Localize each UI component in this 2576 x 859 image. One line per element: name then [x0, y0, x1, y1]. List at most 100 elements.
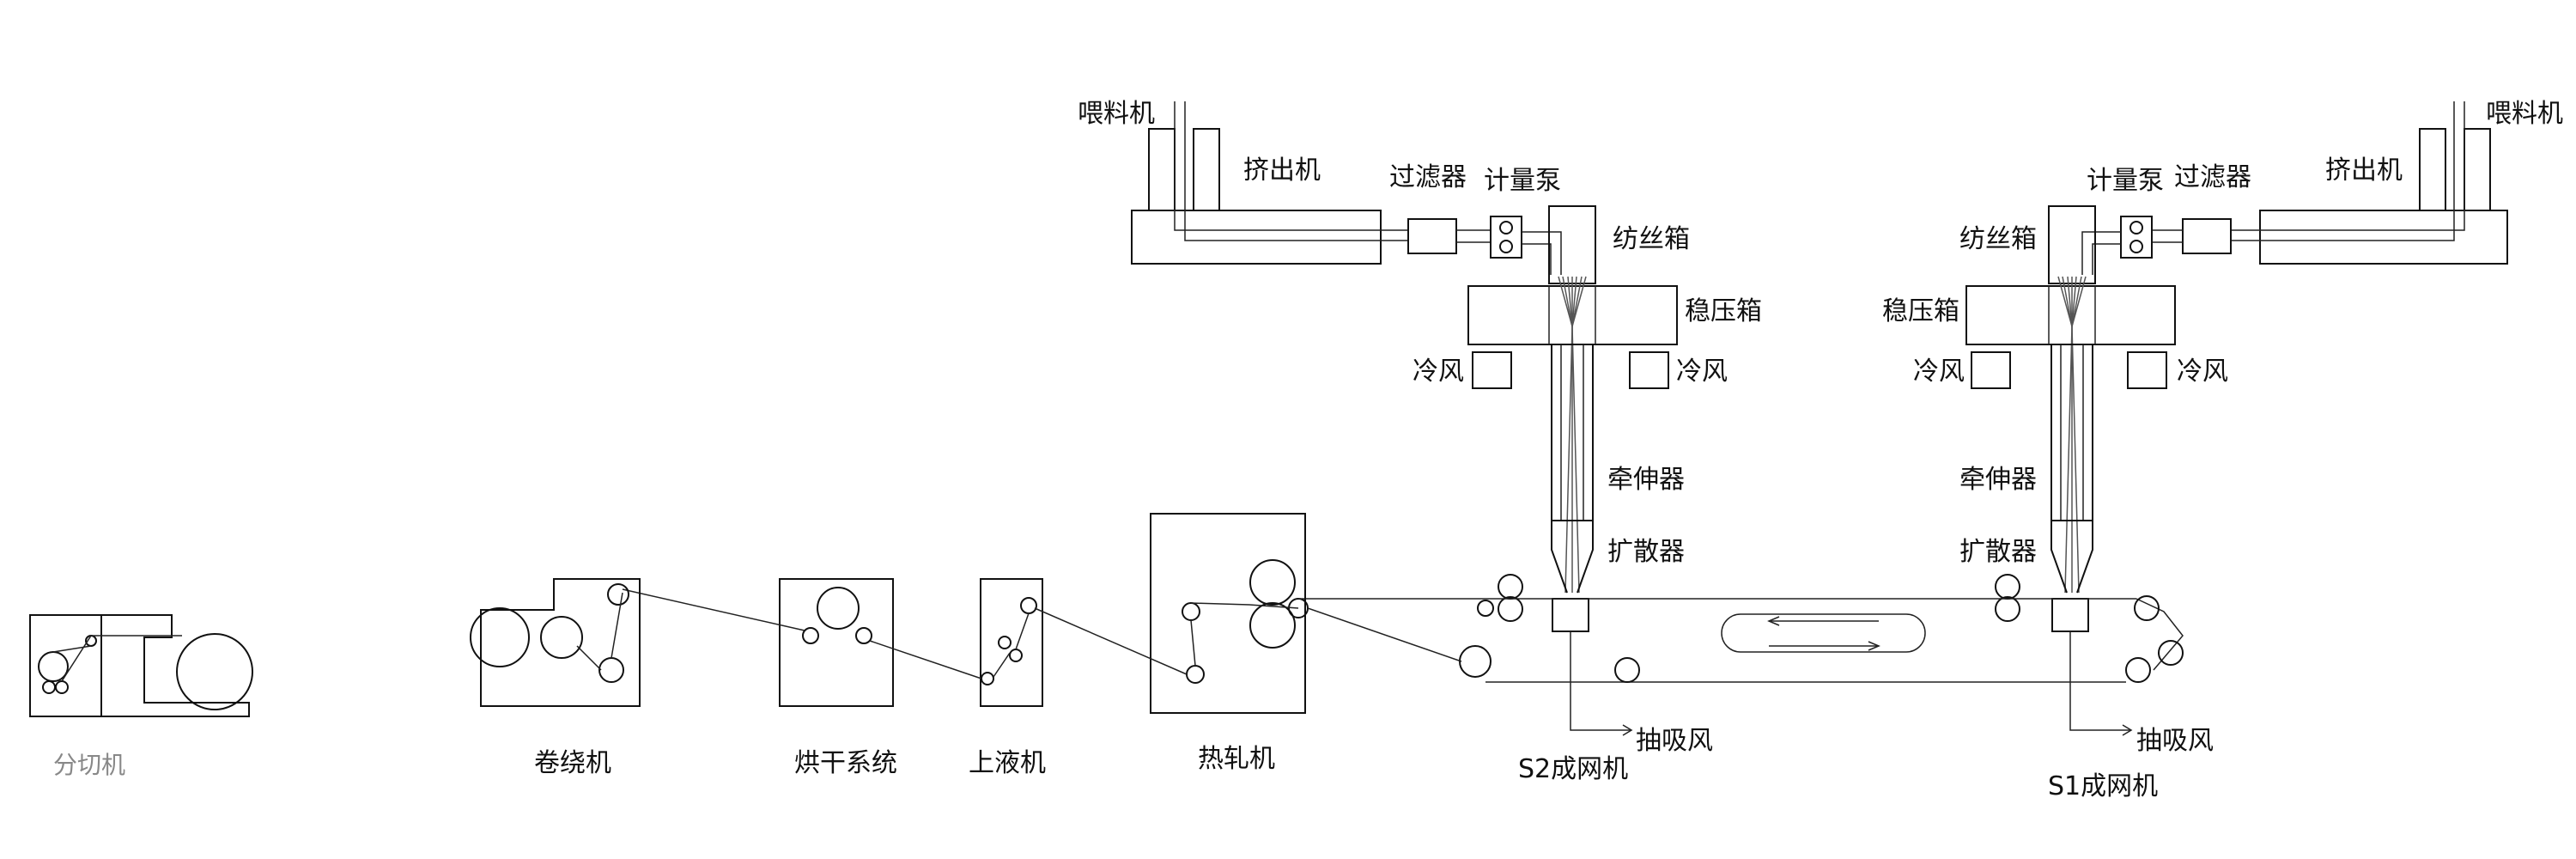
- spinbox-left: [1548, 205, 1596, 284]
- metering-pump-right: [2120, 216, 2153, 259]
- roller-s1-b: [1995, 596, 2020, 622]
- melt-pipe-right-b: [2231, 101, 2455, 241]
- spinbox-right: [2048, 205, 2096, 284]
- dryer-drum: [817, 587, 860, 630]
- melt-pipe-left-a: [1174, 101, 1408, 231]
- belt-loop-track: [1721, 613, 1926, 653]
- finisher-roll-b: [998, 636, 1012, 649]
- calender: [1150, 513, 1306, 714]
- slitter-web: [52, 635, 182, 682]
- loop-arrow-top: [1767, 616, 1780, 626]
- filter-left: [1407, 218, 1457, 254]
- cold-air-left-b: [1629, 351, 1669, 389]
- label-finisher: 上液机: [969, 748, 1046, 778]
- finisher-roll-a: [1020, 597, 1037, 614]
- slitter-frame-left: [29, 614, 102, 716]
- label-suction-left: 抽吸风: [1636, 726, 1713, 756]
- label-winder: 卷绕机: [534, 748, 611, 778]
- diffuser-left: [1551, 520, 1594, 594]
- belt-roller-end-mid: [2158, 640, 2184, 666]
- winder-guide-top: [607, 583, 629, 606]
- label-feeder-left: 喂料机: [1078, 99, 1155, 129]
- spin-unit-s1: [1965, 101, 2508, 736]
- slitter-roll-small: [38, 651, 69, 682]
- pipe-pump-spinbox-right-b: [2092, 243, 2121, 275]
- calender-roll-top: [1249, 559, 1296, 606]
- belt-idler: [1477, 600, 1494, 617]
- spin-unit-s2: [1131, 101, 1678, 736]
- pipe-pump-spinbox-right-a: [2081, 231, 2121, 275]
- label-diffuser-right: 扩散器: [1959, 537, 2037, 567]
- label-suction-right: 抽吸风: [2136, 726, 2214, 756]
- loop-arrow-bottom: [1868, 641, 1880, 651]
- suction-arrow-right: [2122, 724, 2133, 736]
- winder: [470, 578, 641, 707]
- finisher-roll-c: [1009, 649, 1023, 662]
- labels: 喂料机 挤出机 过滤器 计量泵 纺丝箱 稳压箱 冷风 冷风 牵伸器 扩散器 抽吸…: [53, 99, 2563, 801]
- roller-s2-a: [1498, 574, 1523, 600]
- extruder-right: [2259, 210, 2508, 265]
- suction-line-right: [2069, 631, 2131, 731]
- slitter-roll-large: [176, 633, 253, 710]
- finisher-roll-d: [981, 672, 994, 685]
- slitter-guide-b: [55, 680, 69, 694]
- winder-roll-medium: [540, 616, 583, 659]
- filter-right: [2182, 218, 2232, 254]
- label-slitter: 分切机: [53, 751, 125, 779]
- label-filter-right: 过滤器: [2174, 162, 2251, 192]
- label-calender: 热轧机: [1198, 744, 1275, 774]
- web-to-return: [1307, 607, 1462, 662]
- label-former-s2: S2成网机: [1518, 754, 1628, 784]
- roller-s2-b: [1498, 596, 1523, 622]
- feeder-left-hopper: [1193, 128, 1220, 210]
- label-pump-left: 计量泵: [1484, 166, 1561, 196]
- suction-box-right: [2051, 598, 2089, 632]
- label-cold-air-right-b: 冷风: [2177, 356, 2228, 387]
- feeder-right: [2464, 128, 2491, 210]
- label-spinbox-right: 纺丝箱: [1959, 224, 2037, 254]
- dryer-frame: [779, 578, 894, 707]
- suction-line-left: [1570, 631, 1631, 731]
- label-filter-left: 过滤器: [1389, 162, 1467, 192]
- metering-pump-left: [1490, 216, 1522, 259]
- roller-s1-a: [1995, 574, 2020, 600]
- label-extruder-right: 挤出机: [2325, 155, 2403, 186]
- winder-web: [576, 592, 623, 671]
- label-feeder-right: 喂料机: [2486, 99, 2563, 129]
- label-stabilizer-left: 稳压箱: [1685, 296, 1762, 326]
- slitter-frame-a: [29, 614, 250, 717]
- label-dryer: 烘干系统: [794, 748, 897, 778]
- melt-pipe-right-a: [2231, 101, 2465, 231]
- pump-gear-right-top: [2129, 221, 2143, 235]
- label-diffuser-left: 扩散器: [1607, 537, 1685, 567]
- label-former-s1: S1成网机: [2048, 771, 2158, 801]
- forming-belt: [1288, 595, 2184, 683]
- slitter: [29, 614, 253, 717]
- filament-fan-left: [1558, 276, 1587, 594]
- cold-air-right-b: [2127, 351, 2167, 389]
- calender-roll-bottom: [1249, 602, 1296, 649]
- calender-guide-a: [1182, 602, 1200, 621]
- dryer: [622, 578, 982, 707]
- belt-roller-end-bottom: [2125, 657, 2151, 683]
- label-drawer-left: 牵伸器: [1607, 465, 1685, 495]
- finisher-frame: [980, 578, 1043, 707]
- feeder-right-hopper: [2419, 128, 2446, 210]
- label-pump-right: 计量泵: [2087, 166, 2164, 196]
- melt-pipe-left-b: [1184, 101, 1408, 241]
- cold-air-right-a: [1971, 351, 2011, 389]
- label-cold-air-left-a: 冷风: [1413, 356, 1464, 387]
- pump-gear-left-top: [1499, 221, 1513, 235]
- diffuser-right: [2050, 520, 2093, 594]
- label-drawer-right: 牵伸器: [1959, 465, 2037, 495]
- pump-gear-left-bottom: [1499, 240, 1513, 253]
- finisher-web: [993, 607, 1188, 678]
- finisher: [980, 578, 1188, 707]
- label-extruder-left: 挤出机: [1243, 155, 1321, 186]
- dryer-guide-b: [855, 627, 872, 644]
- pipe-pump-spinbox-left-b: [1522, 243, 1552, 275]
- calender-frame: [1150, 513, 1306, 714]
- label-cold-air-right-a: 冷风: [1913, 356, 1965, 387]
- suction-box-left: [1552, 598, 1589, 632]
- belt-roller-tension: [1614, 657, 1640, 683]
